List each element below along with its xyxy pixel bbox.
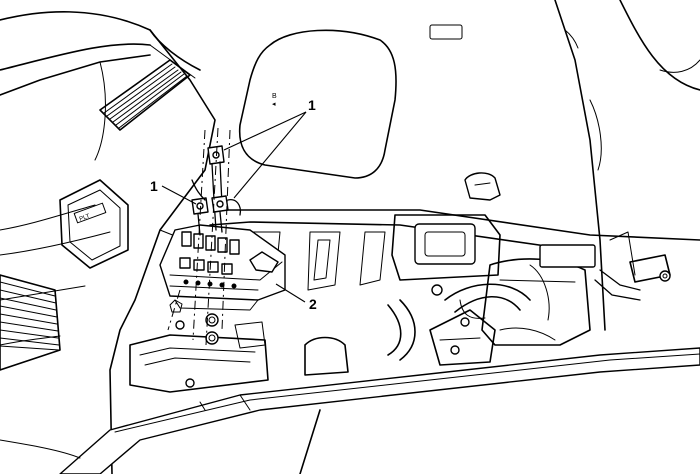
windshield-cowl bbox=[0, 347, 700, 474]
left-fender-panel bbox=[0, 11, 216, 474]
fender-latch: PLT bbox=[59, 179, 129, 269]
svg-text:PLT: PLT bbox=[79, 213, 91, 222]
fuse-block bbox=[159, 224, 286, 311]
battery-cable-terminals bbox=[191, 145, 242, 236]
support-clip bbox=[464, 172, 501, 201]
svg-text:◂: ◂ bbox=[272, 101, 276, 108]
upper-louvre-vent bbox=[99, 59, 191, 131]
callout-2: 2 bbox=[309, 296, 317, 312]
callout-1-left: 1 bbox=[150, 178, 158, 194]
coolant-reservoir bbox=[481, 244, 596, 346]
right-hood-edge bbox=[429, 0, 700, 331]
lower-louvre-vent bbox=[0, 274, 61, 371]
battery-tray bbox=[129, 299, 269, 393]
lower-engine-components bbox=[304, 299, 556, 376]
alignment-dashes bbox=[167, 127, 231, 346]
hood-liner-panel: B ◂ bbox=[238, 29, 397, 179]
right-side-bracket bbox=[609, 231, 671, 283]
callout-1-upper: 1 bbox=[308, 97, 316, 113]
svg-text:B: B bbox=[272, 93, 277, 100]
hood-latch-assembly bbox=[391, 214, 501, 296]
callout-leaders bbox=[161, 111, 307, 303]
